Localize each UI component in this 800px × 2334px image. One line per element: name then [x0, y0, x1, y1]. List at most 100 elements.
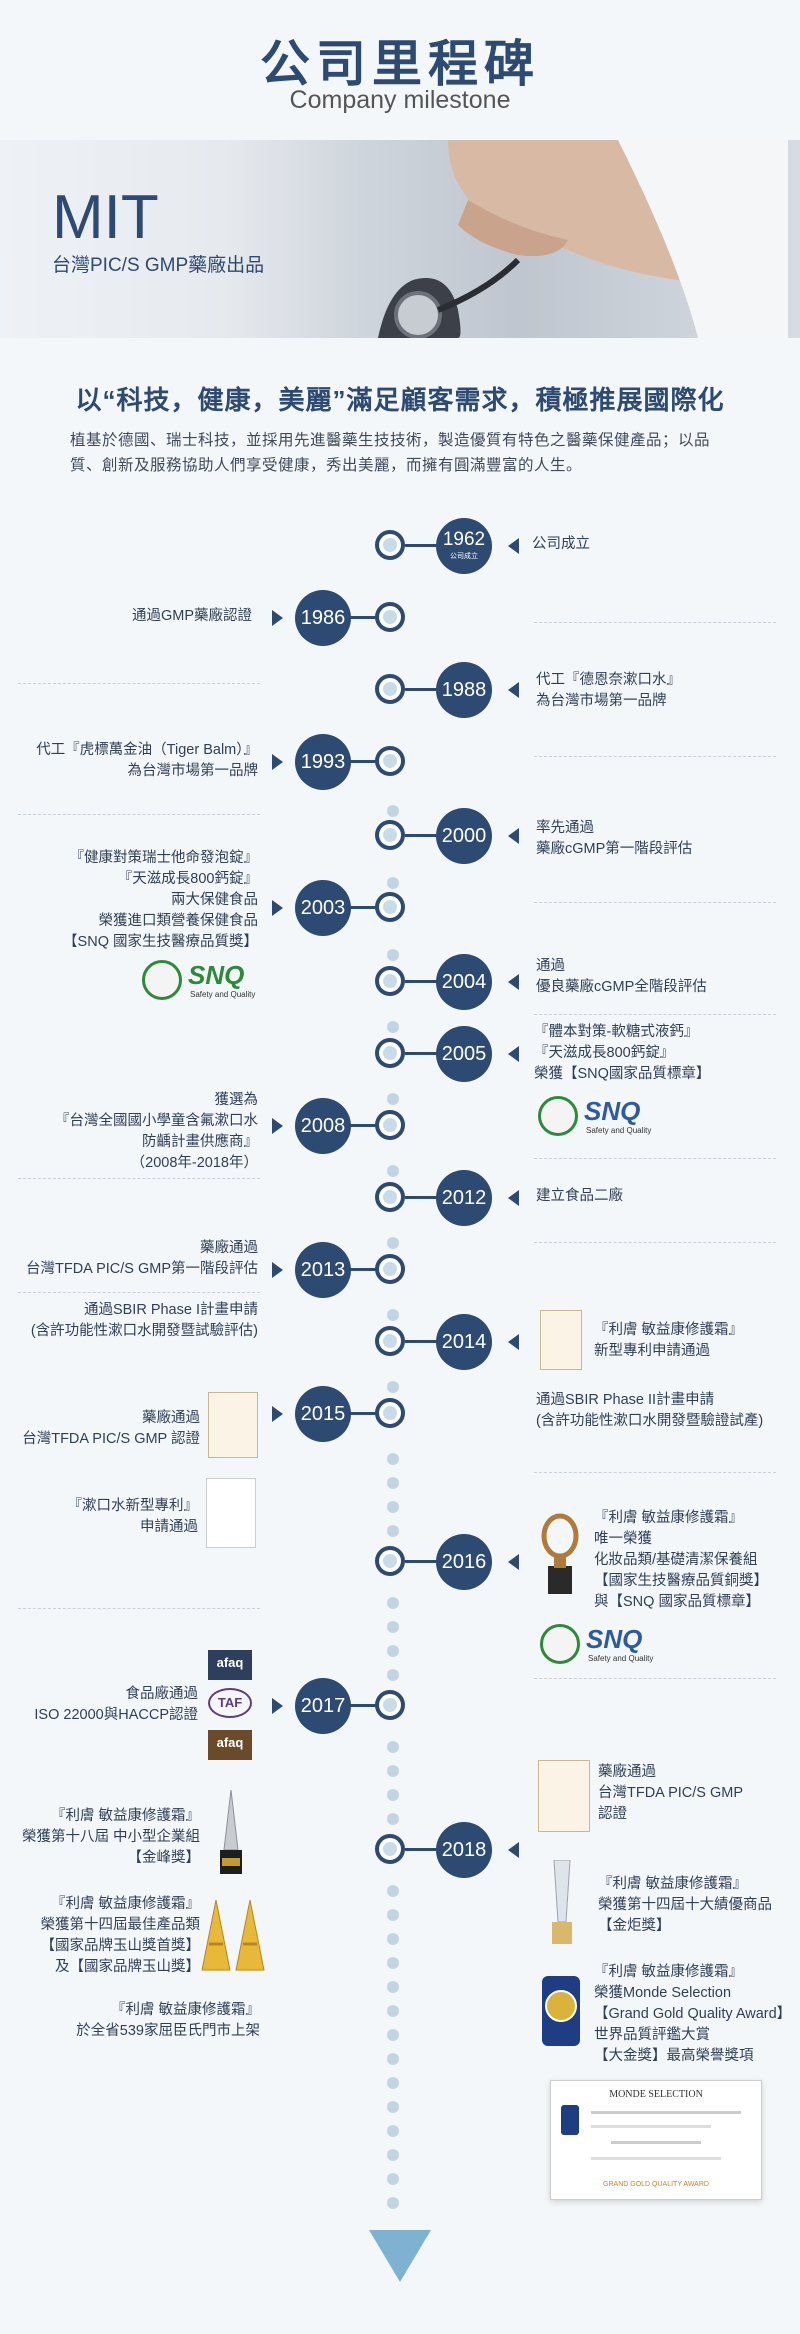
pointer-arrow — [272, 754, 283, 770]
milestone-2008-text: 獲選為『台灣全國國小學童含氟漱口水防齲計畫供應商』（2008年-2018年） — [55, 1092, 258, 1171]
timeline-dot — [387, 1645, 399, 1657]
milestone-1988-text: 代工『德恩奈漱口水』為台灣市場第一品牌 — [536, 672, 681, 709]
timeline-node — [375, 746, 405, 776]
timeline-dot — [387, 1453, 399, 1465]
timeline-dot — [387, 1933, 399, 1945]
timeline-dot — [387, 805, 399, 817]
year-badge-2017: 2017 — [295, 1678, 351, 1734]
year-badge-2014: 2014 — [436, 1314, 492, 1370]
bronze-trophy-icon — [541, 1513, 579, 1594]
yushan-award-trophy-icon — [201, 1900, 265, 1971]
milestone-2018-left-2: 『利膚 敏益康修護霜』榮獲第十四屆最佳產品類【國家品牌玉山獎首獎】及【國家品牌玉… — [40, 1896, 201, 1975]
monde-selection-certificate: MONDE SELECTION GRAND GOLD QUALITY AWARD — [550, 2080, 762, 2200]
timeline-dot — [387, 1237, 399, 1249]
timeline-dot — [387, 2197, 399, 2209]
timeline-dot — [387, 1669, 399, 1681]
golden-peak-trophy-icon — [220, 1790, 242, 1874]
milestone-2014-right-text: 『利膚 敏益康修護霜』新型專利申請通過 — [594, 1322, 744, 1359]
timeline-dot — [387, 1381, 399, 1393]
milestone-2004-text: 通過優良藥廠cGMP全階段評估 — [536, 958, 707, 995]
timeline-node — [375, 530, 405, 560]
pointer-arrow — [508, 1554, 519, 1570]
timeline-dot — [387, 2125, 399, 2137]
milestone-1993-text: 代工『虎標萬金油（Tiger Balm）』為台灣市場第一品牌 — [36, 742, 258, 779]
timeline-dot — [387, 1813, 399, 1825]
year-badge-2013: 2013 — [295, 1242, 351, 1298]
timeline-dot — [387, 1621, 399, 1633]
pointer-arrow — [508, 538, 519, 554]
snq-logo: SNQ Safety and Quality — [142, 956, 260, 1006]
timeline-dot — [387, 2053, 399, 2065]
pointer-arrow — [272, 1406, 283, 1422]
timeline-node — [375, 1182, 405, 1212]
timeline-node — [375, 966, 405, 996]
timeline-dot — [387, 1309, 399, 1321]
tagline: 以“科技，健康，美麗”滿足顧客需求，積極推展國際化 — [75, 385, 725, 415]
timeline-node — [375, 1834, 405, 1864]
timeline-dot — [387, 2101, 399, 2113]
afaq-logo: afaq — [208, 1650, 252, 1680]
pointer-arrow — [508, 974, 519, 990]
afaq-haccp-logo: afaq — [208, 1730, 252, 1760]
timeline-dot — [387, 1789, 399, 1801]
pointer-arrow — [508, 828, 519, 844]
milestone-2014-left-text: 通過SBIR Phase I計畫申請(含許功能性漱口水開發暨試驗評估) — [30, 1302, 258, 1339]
gmp-certificate-image — [208, 1392, 258, 1458]
hero-banner: MIT 台灣PIC/S GMP藥廠出品 — [0, 140, 800, 338]
pointer-arrow — [272, 1262, 283, 1278]
pointer-arrow — [508, 682, 519, 698]
pointer-arrow — [272, 900, 283, 916]
timeline-dot — [387, 2149, 399, 2161]
milestone-2012-text: 建立食品二廠 — [536, 1188, 623, 1204]
patent-certificate-image — [540, 1310, 582, 1370]
timeline-node — [375, 1038, 405, 1068]
milestone-2018-right-3: 『利膚 敏益康修護霜』榮獲Monde Selection【Grand Gold … — [594, 1964, 792, 2064]
year-badge-2018: 2018 — [436, 1822, 492, 1878]
timeline-dot — [387, 1597, 399, 1609]
milestone-2015-text: 藥廠通過台灣TFDA PIC/S GMP 認證 — [22, 1410, 200, 1447]
golden-torch-trophy-icon — [552, 1860, 572, 1944]
timeline-node — [375, 1690, 405, 1720]
timeline-dot — [387, 1741, 399, 1753]
year-badge-2004: 2004 — [436, 954, 492, 1010]
milestone-2005-text: 『體本對策-軟糖式液鈣』『天滋成長800鈣錠』榮獲【SNQ國家品質標章】 — [534, 1024, 711, 1082]
snq-logo: SNQ Safety and Quality — [538, 1092, 656, 1142]
pointer-arrow — [508, 1190, 519, 1206]
pointer-arrow — [272, 610, 283, 626]
page-subtitle: Company milestone — [289, 86, 511, 114]
year-badge-2008: 2008 — [295, 1098, 351, 1154]
year-badge-2012: 2012 — [436, 1170, 492, 1226]
pointer-arrow — [272, 1118, 283, 1134]
timeline-dot — [387, 1981, 399, 1993]
year-badge-2016: 2016 — [436, 1534, 492, 1590]
patent-certificate-image — [206, 1478, 256, 1548]
year-badge-2005: 2005 — [436, 1026, 492, 1082]
timeline-node — [375, 1254, 405, 1284]
timeline-dot — [387, 1885, 399, 1897]
timeline-dot — [387, 2005, 399, 2017]
timeline-dot — [387, 877, 399, 889]
year-badge-1962: 1962 公司成立 — [436, 518, 492, 574]
milestone-2016-left-text: 『漱口水新型專利』申請通過 — [67, 1498, 199, 1535]
year-badge-1993: 1993 — [295, 734, 351, 790]
pointer-arrow — [508, 1334, 519, 1350]
timeline-dot — [387, 1909, 399, 1921]
hero-brand: MIT — [52, 183, 159, 252]
milestone-2016-right-text: 『利膚 敏益康修護霜』唯一榮獲化妝品類/基礎清潔保養組【國家生技醫療品質銅獎】與… — [594, 1510, 768, 1610]
timeline-dot — [387, 2077, 399, 2089]
timeline-node — [375, 892, 405, 922]
snq-logo: SNQ Safety and Quality — [540, 1620, 658, 1670]
milestone-1986-text: 通過GMP藥廠認證 — [131, 608, 252, 624]
timeline-dot — [387, 1477, 399, 1489]
milestone-2018-left-3: 『利膚 敏益康修護霜』於全省539家屈臣氏門市上架 — [76, 2002, 260, 2039]
timeline-dot — [387, 1501, 399, 1513]
timeline-dot — [387, 2173, 399, 2185]
timeline-dot — [387, 1765, 399, 1777]
timeline-dot — [387, 1021, 399, 1033]
timeline-node — [375, 1110, 405, 1140]
timeline-dot — [387, 1957, 399, 1969]
timeline-dot — [387, 1165, 399, 1177]
pointer-arrow — [508, 1842, 519, 1858]
